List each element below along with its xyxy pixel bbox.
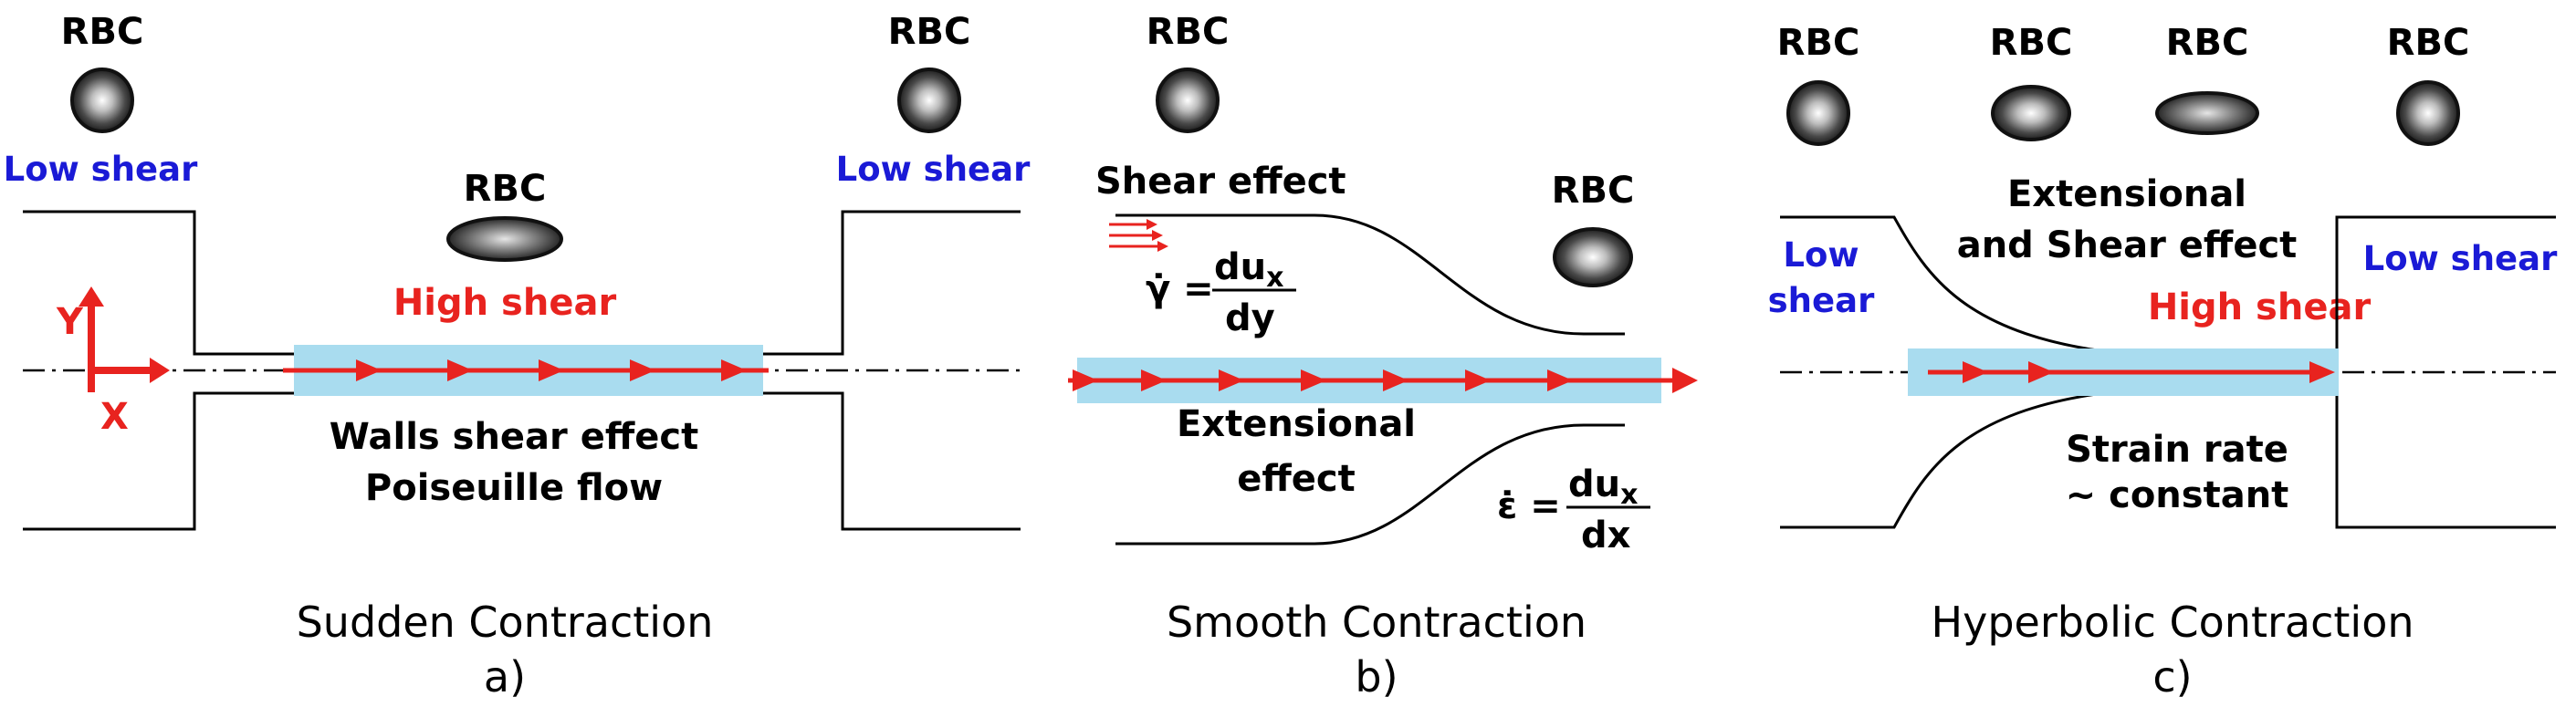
gamma-denominator: dy (1225, 297, 1275, 339)
rbc-c1-icon (1786, 80, 1850, 146)
caption-c-letter: c) (2152, 652, 2192, 702)
panel-a: RBC RBC RBC Low shear Low shear High she… (4, 11, 1031, 702)
axis-x-label: X (100, 396, 129, 438)
effect-label: effect (1237, 458, 1356, 500)
caption-b-title: Smooth Contraction (1167, 598, 1586, 647)
rbc-b-oval-icon (1553, 227, 1633, 287)
rbc-label-c4: RBC (2387, 22, 2470, 64)
rbc-label-right: RBC (888, 11, 971, 53)
high-shear-label: High shear (393, 282, 617, 324)
rbc-b-round-icon (1156, 68, 1220, 133)
panel-c: RBC RBC RBC RBC Extensional and Shear ef… (1768, 22, 2558, 702)
rbc-right-icon (897, 68, 961, 133)
flow-arrows-a (283, 359, 769, 381)
strain-constant-label: ~ constant (2066, 474, 2289, 516)
rbc-label-b-right: RBC (1552, 170, 1635, 212)
caption-a-letter: a) (484, 652, 526, 702)
shear-effect-label: Shear effect (1095, 161, 1346, 203)
low-shear-label-right: Low shear (836, 150, 1031, 189)
axis-y-label: Y (56, 301, 84, 343)
panel-b: RBC RBC Shear effect γ̇ = dux dy (1068, 11, 1698, 702)
rbc-label-center: RBC (464, 168, 547, 210)
rbc-left-icon (70, 68, 134, 133)
poiseuille-label: Poiseuille flow (365, 467, 663, 509)
rbc-c4-icon (2396, 80, 2460, 146)
low-shear-label-left: Low shear (4, 150, 198, 189)
epsilon-numerator: dux (1568, 463, 1638, 511)
caption-b-letter: b) (1355, 652, 1398, 702)
flow-arrows-b (1068, 368, 1698, 393)
caption-a-title: Sudden Contraction (297, 598, 714, 647)
rbc-c2-icon (1991, 85, 2071, 141)
rbc-label-c2: RBC (1990, 22, 2073, 64)
flow-arrows-c (1928, 361, 2335, 383)
rbc-label-c1: RBC (1777, 22, 1860, 64)
bottom-wall-b (1115, 423, 1625, 546)
ext-shear-label-2: and Shear effect (1957, 224, 2298, 266)
low-shear-left-1: Low (1783, 235, 1859, 275)
rbc-c3-icon (2155, 91, 2259, 135)
rbc-stretched-icon (446, 216, 563, 262)
walls-shear-label: Walls shear effect (330, 416, 698, 458)
epsilon-dot-symbol: ε̇ = (1497, 485, 1561, 527)
extensional-label: Extensional (1177, 403, 1416, 445)
ext-shear-label-1: Extensional (2007, 173, 2246, 215)
xy-axes-icon (79, 286, 170, 392)
low-shear-right-c: Low shear (2363, 239, 2558, 278)
low-shear-left-2: shear (1768, 281, 1875, 320)
gamma-numerator: dux (1214, 246, 1283, 294)
rbc-label-left: RBC (61, 11, 144, 53)
gamma-dot-symbol: γ̇ = (1146, 268, 1214, 310)
top-wall-b (1115, 213, 1625, 336)
high-shear-label-c: High shear (2148, 286, 2372, 328)
rbc-label-c3: RBC (2166, 22, 2249, 64)
shear-arrows-icon (1109, 219, 1168, 252)
strain-rate-label: Strain rate (2066, 429, 2288, 471)
rbc-label-b-top: RBC (1147, 11, 1230, 53)
epsilon-denominator: dx (1581, 515, 1631, 556)
caption-c-title: Hyperbolic Contraction (1932, 598, 2414, 647)
